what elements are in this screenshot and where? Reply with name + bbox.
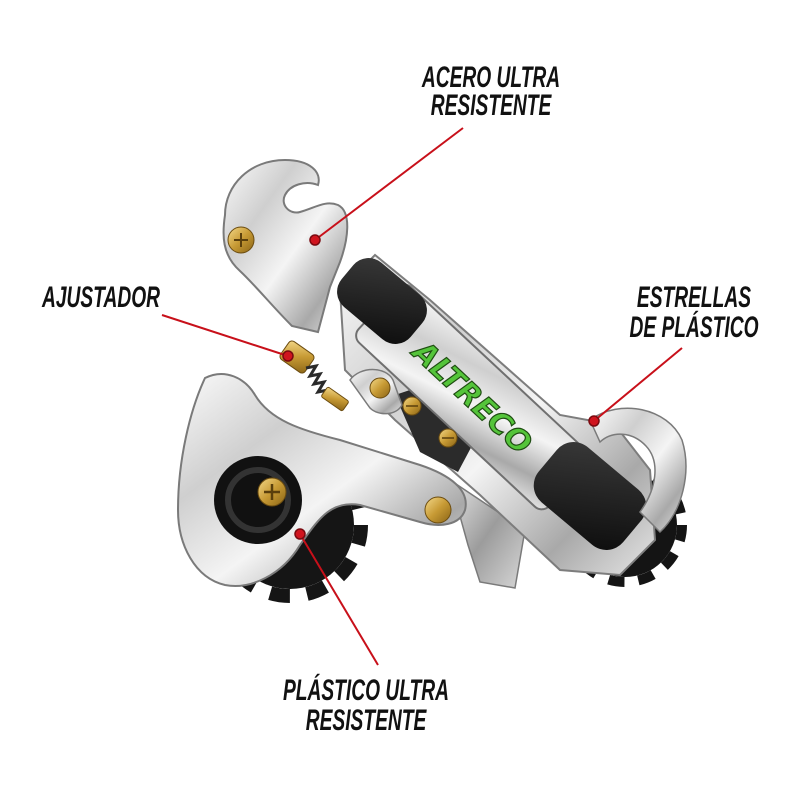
callout-label-line: AJUSTADOR (41, 281, 161, 314)
upper-pulley-teeth (563, 463, 687, 587)
hanger-bolt (227, 226, 255, 254)
pivot-bolt (424, 496, 452, 524)
top-rubber-pad (337, 258, 427, 344)
callout-label-line: RESISTENTE (430, 89, 552, 122)
hanger-hook (222, 158, 349, 334)
bottom-rubber-pad (533, 442, 647, 550)
callout-dot-stars (588, 415, 600, 427)
callout-label-line: ACERO ULTRA (421, 61, 561, 94)
callout-label-plastic: PLÁSTICO ULTRA RESISTENTE (276, 676, 455, 736)
adjuster-barrel (279, 340, 315, 374)
callout-label-steel: ACERO ULTRA RESISTENTE (414, 61, 568, 122)
callout-label-line: ESTRELLAS (636, 281, 752, 314)
body-bolt-2 (402, 396, 422, 416)
callout-line-steel (314, 127, 464, 241)
adjuster-spring (305, 363, 329, 395)
callout-dot-plastic (294, 528, 306, 540)
right-cage-plate (589, 407, 687, 534)
callout-label-line: PLÁSTICO ULTRA (282, 674, 450, 707)
lower-pulley-teeth (212, 447, 368, 603)
callout-line-stars (593, 347, 683, 422)
callout-line-adjuster (161, 314, 289, 357)
cage-window-ring (225, 467, 291, 533)
callout-label-line: RESISTENTE (305, 704, 427, 737)
body-bolt-3 (438, 428, 458, 448)
callout-label-adjuster: AJUSTADOR (37, 281, 165, 314)
pulley-bolt (257, 477, 287, 507)
callout-dot-steel (309, 234, 321, 246)
body-bolt-1 (369, 377, 391, 399)
callout-dot-adjuster (282, 350, 294, 362)
callout-label-line: DE PLÁSTICO (629, 311, 759, 344)
adjuster-screw (321, 386, 349, 412)
callout-line-plastic (299, 533, 379, 666)
callout-label-stars: ESTRELLAS DE PLÁSTICO (627, 283, 761, 343)
